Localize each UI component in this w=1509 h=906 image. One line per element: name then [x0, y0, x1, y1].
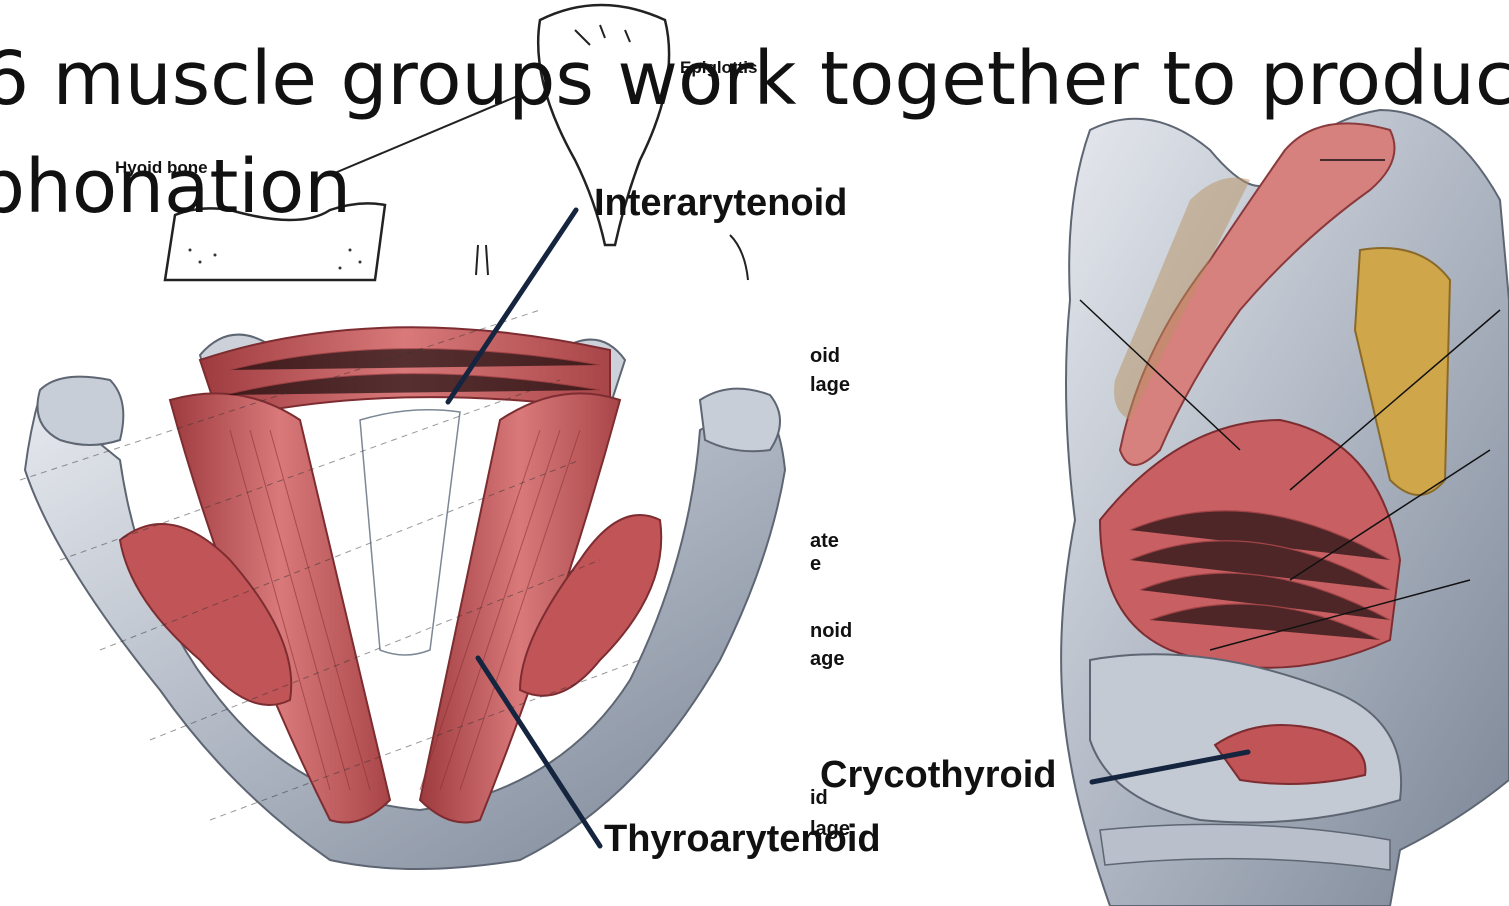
interarytenoid-label: Interarytenoid — [594, 182, 847, 225]
interarytenoid-leader-line — [448, 210, 576, 402]
crycothyroid-leader-line — [1092, 752, 1248, 782]
thyroarytenoid-leader-line — [478, 658, 600, 846]
thyroarytenoid-label: Thyroarytenoid — [604, 818, 881, 861]
crycothyroid-label: Crycothyroid — [820, 754, 1056, 797]
